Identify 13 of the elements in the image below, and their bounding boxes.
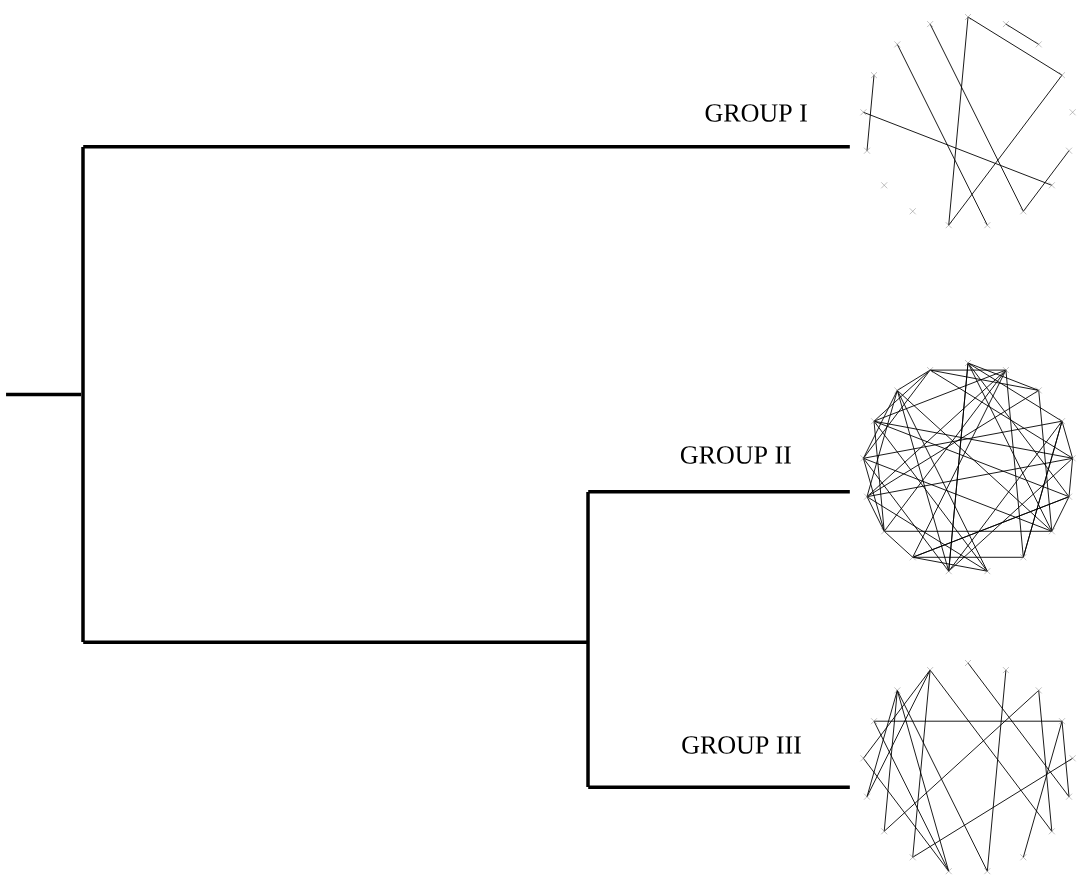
dendrogram-line [588, 785, 850, 789]
group-label: GROUP I [705, 104, 807, 122]
network-drawing [860, 13, 1076, 229]
group-label: GROUP III [682, 736, 801, 754]
dendrogram-bar [81, 147, 85, 642]
dendrogram-line [588, 490, 850, 494]
dendrogram-line [83, 145, 850, 149]
dendrogram-line [6, 392, 82, 397]
network-drawing [860, 659, 1076, 875]
network-drawing [860, 359, 1076, 575]
dendrogram-bar [586, 492, 590, 787]
dendrogram-line [83, 640, 588, 644]
group-label: GROUP II [680, 446, 791, 464]
